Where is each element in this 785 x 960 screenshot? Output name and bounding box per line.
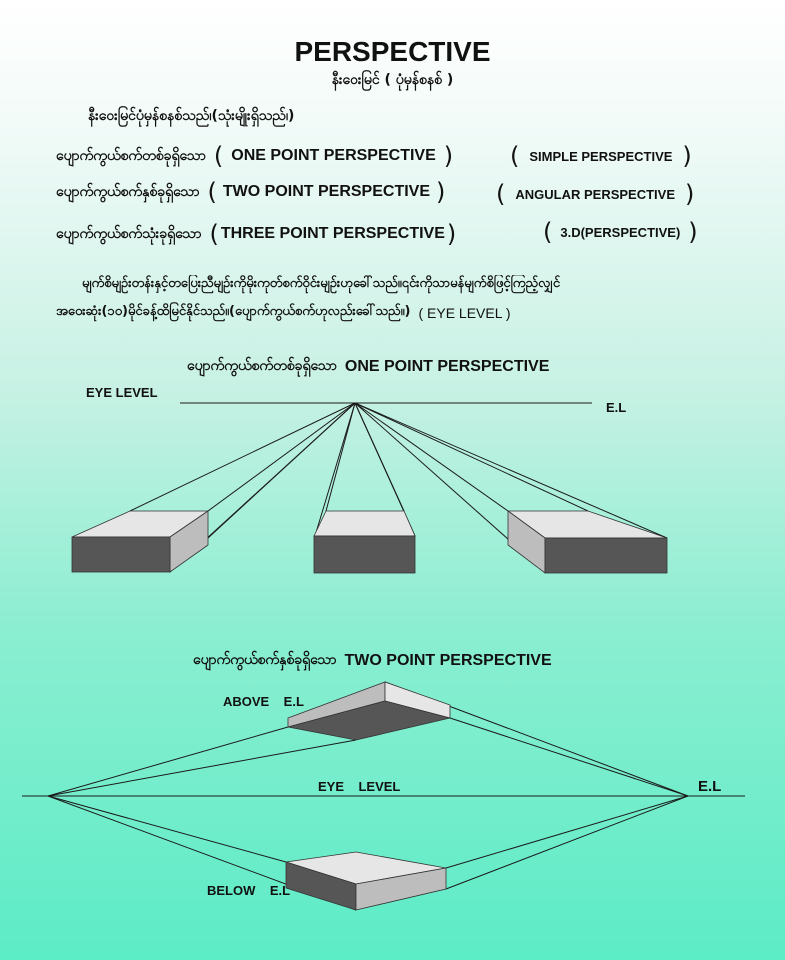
paren-open: ( — [543, 218, 553, 246]
vanishing-ray — [354, 402, 589, 512]
vanishing-ray-left — [47, 739, 357, 797]
vanishing-ray — [129, 402, 356, 512]
box-bottom-face — [287, 700, 451, 741]
paragraph-text: အဝေးဆုံး(၁၀)မိုင်ခန့်ထိမြင်နိုင်သည်။(ပျေ… — [56, 304, 411, 319]
type-mm-label: ပျောက်ကွယ်စက်နှစ်ခုရှိသော — [56, 183, 200, 200]
page-subtitle: နီးဝေးမြင် ( ပုံမှန်စနစ် ) — [331, 72, 454, 88]
page-title: PERSPECTIVE — [294, 36, 491, 67]
paren-close: ) — [436, 178, 446, 206]
type-en-label: THREE POINT PERSPECTIVE — [220, 225, 445, 242]
vanishing-ray — [354, 402, 509, 512]
paren-close: ) — [446, 220, 457, 248]
vanishing-ray-right — [449, 717, 689, 797]
below-el-label: BELOW E.L — [207, 883, 291, 898]
one-point-heading-mm: ပျောက်ကွယ်စက်တစ်ခုရှိသော — [187, 358, 337, 374]
box-below-eye-level — [285, 851, 447, 911]
box-front-face — [71, 536, 171, 573]
type-alt-one-point: ( SIMPLE PERSPECTIVE ) — [510, 142, 692, 170]
vanishing-ray-left — [47, 795, 287, 863]
eye-level-paragraph-line2: အဝေးဆုံး(၁၀)မိုင်ခန့်ထိမြင်နိုင်သည်။(ပျေ… — [56, 303, 511, 322]
intro-text: နီးဝေးမြင်ပုံမှန်စနစ်သည်၊(သုံးမျိုးရှိသည… — [88, 108, 295, 124]
eye-level-label: EYE LEVEL — [318, 779, 401, 794]
type-alt-label: ANGULAR PERSPECTIVE — [515, 186, 676, 202]
eye-level-paragraph-line1: မျက်စိမျဥ်းတန်းနှင့်တပြေးညီမျဥ်းကိုမိုးက… — [82, 276, 561, 291]
two-point-heading-en: TWO POINT PERSPECTIVE — [344, 651, 552, 669]
vanishing-ray — [325, 402, 356, 512]
box-front-face — [544, 537, 668, 574]
vanishing-ray-left — [47, 726, 289, 797]
type-alt-label: 3.D(PERSPECTIVE) — [560, 224, 681, 240]
type-alt-label: SIMPLE PERSPECTIVE — [529, 148, 673, 164]
paren-open: ( — [209, 220, 219, 248]
vanishing-ray-right — [445, 795, 689, 890]
paren-close: ) — [682, 142, 692, 170]
type-row-one-point: ပျောက်ကွယ်စက်တစ်ခုရှိသော ( ONE POINT PER… — [56, 142, 453, 170]
type-en-label: TWO POINT PERSPECTIVE — [222, 183, 431, 200]
vanishing-ray — [354, 402, 668, 539]
el-label: E.L — [698, 778, 722, 795]
paren-close: ) — [688, 218, 698, 246]
above-el-label: ABOVE E.L — [223, 694, 304, 709]
paren-open: ( — [510, 142, 520, 170]
vanishing-ray — [314, 402, 356, 537]
type-en-label: ONE POINT PERSPECTIVE — [231, 147, 436, 164]
box-middle — [313, 510, 416, 574]
paren-open: ( — [207, 178, 217, 206]
type-row-three-point: ပျောက်ကွယ်စက်သုံးခုရှိသော ( THREE POINT … — [56, 220, 456, 248]
type-alt-three-point: ( 3.D(PERSPECTIVE) ) — [543, 218, 698, 246]
two-point-heading-mm: ပျောက်ကွယ်စက်နှစ်ခုရှိသော — [193, 652, 337, 668]
box-right — [506, 510, 668, 574]
one-point-heading-en: ONE POINT PERSPECTIVE — [344, 357, 550, 375]
box-side-face — [355, 867, 447, 911]
paren-open: ( — [213, 142, 224, 170]
vanishing-ray — [207, 402, 356, 512]
box-left — [71, 510, 210, 573]
el-label: E.L — [606, 400, 627, 415]
box-above-eye-level — [287, 681, 451, 741]
box-top-face — [313, 510, 416, 537]
eye-level-tag: ( EYE LEVEL ) — [418, 304, 511, 321]
type-row-two-point: ပျောက်ကွယ်စက်နှစ်ခုရှိသော ( TWO POINT PE… — [56, 178, 445, 206]
vanishing-ray — [207, 402, 356, 539]
box-front-face — [313, 535, 416, 574]
paren-close: ) — [443, 142, 454, 170]
two-point-heading: ပျောက်ကွယ်စက်နှစ်ခုရှိသော TWO POINT PERS… — [193, 650, 552, 671]
type-mm-label: ပျောက်ကွယ်စက်သုံးခုရှိသော — [56, 225, 202, 242]
type-mm-label: ပျောက်ကွယ်စက်တစ်ခုရှိသော — [56, 147, 206, 164]
paren-close: ) — [685, 180, 695, 208]
paren-open: ( — [496, 180, 506, 208]
one-point-heading: ပျောက်ကွယ်စက်တစ်ခုရှိသော ONE POINT PERSP… — [187, 356, 549, 377]
type-alt-two-point: ( ANGULAR PERSPECTIVE ) — [496, 180, 694, 208]
vanishing-ray-right — [445, 795, 689, 869]
eye-level-label: EYE LEVEL — [86, 385, 158, 400]
